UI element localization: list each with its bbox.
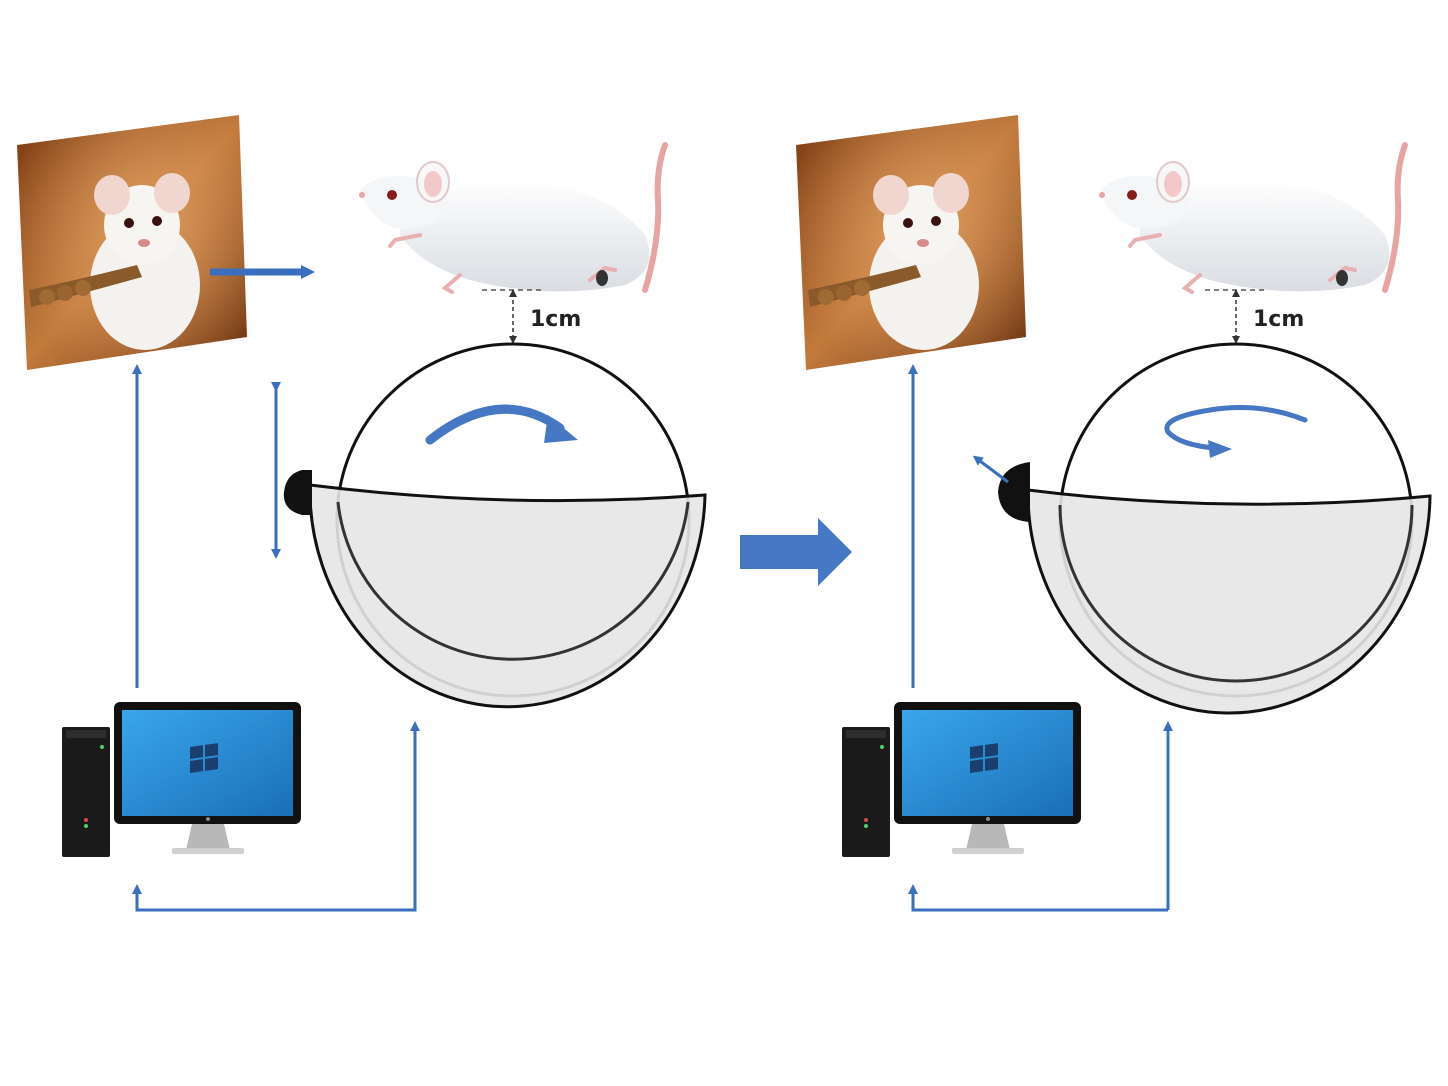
forward-rotation-arrow	[425, 404, 565, 445]
gap-label: 1cm	[530, 307, 581, 332]
transition-arrow	[740, 518, 852, 586]
panel-after: 1cm	[796, 115, 1432, 912]
support-bowl	[308, 483, 707, 709]
sensor-adjust-arrow	[972, 455, 1009, 484]
camera-sensor	[283, 470, 312, 515]
computer	[62, 702, 301, 857]
photo-stimulus	[796, 115, 1026, 370]
camera-sensor	[998, 462, 1030, 522]
panel-before: 1cm	[17, 115, 707, 912]
treadmill-to-computer-line	[908, 884, 1168, 912]
spherical-treadmill	[308, 342, 707, 709]
computer	[842, 702, 1081, 857]
gap-label: 1cm	[1253, 307, 1304, 332]
yaw-rotation-arrow	[1164, 405, 1308, 451]
photo-stimulus	[17, 115, 247, 370]
spherical-treadmill	[1026, 342, 1432, 715]
mouse	[359, 145, 665, 292]
mouse	[1099, 145, 1405, 292]
support-bowl	[1026, 488, 1432, 715]
